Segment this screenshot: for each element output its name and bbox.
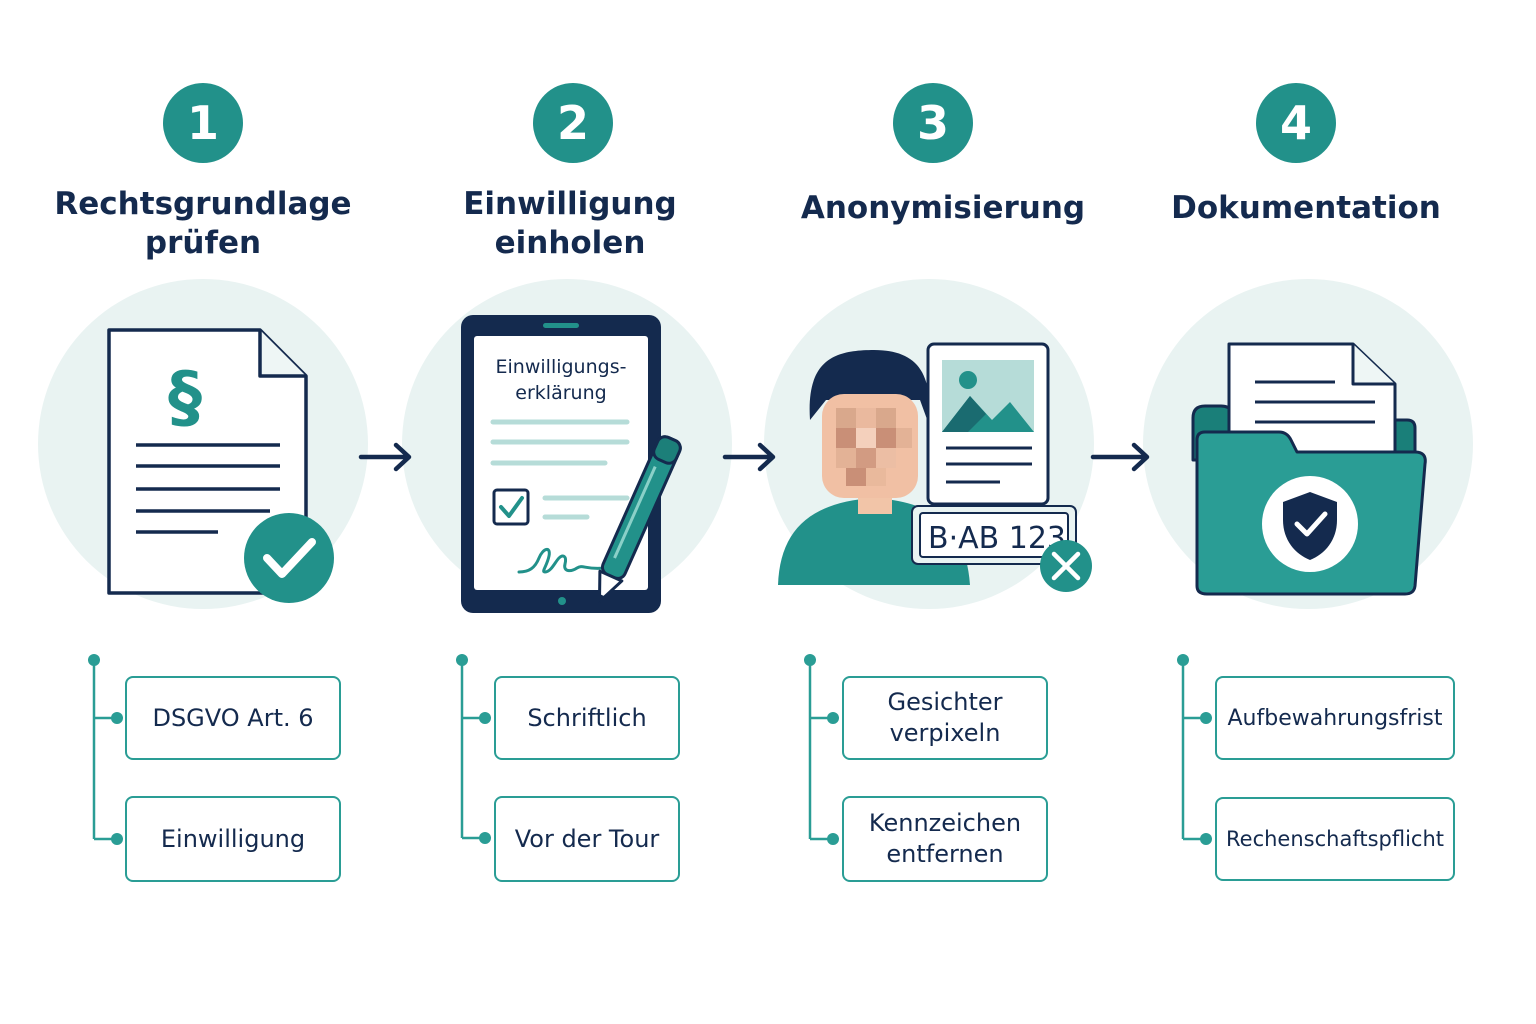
- photo-card-icon: [926, 342, 1050, 506]
- step-1-title-line-1: Rechtsgrundlage: [54, 186, 352, 222]
- step-1-title: Rechtsgrundlage prüfen: [33, 185, 373, 263]
- step-4-item-2-label: Rechenschaftspflicht: [1226, 826, 1444, 851]
- consent-form-heading-line-2: erklärung: [515, 382, 606, 404]
- step-2-item-1-box: Schriftlich: [494, 676, 680, 760]
- step-4-number-badge: 4: [1256, 83, 1336, 163]
- legal-document-check-icon: §: [107, 328, 334, 603]
- step-4-item-1-label: Aufbewahrungsfrist: [1227, 705, 1443, 731]
- pixelated-face-license-plate-icon: B·AB 123: [778, 342, 1092, 592]
- step-3-item-1-label-line-1: Gesichter: [887, 688, 1003, 716]
- step-3-title-line-1: Anonymisierung: [800, 190, 1086, 226]
- step-1-number-badge: 1: [163, 83, 243, 163]
- remove-cross-icon: [1040, 540, 1092, 592]
- paragraph-sign-icon: §: [168, 358, 202, 437]
- step-2-item-1-label: Schriftlich: [527, 703, 647, 732]
- step-3-item-2-label-line-1: Kennzeichen: [868, 809, 1022, 837]
- step-3-title: Anonymisierung: [773, 189, 1113, 228]
- step-1-title-line-2: prüfen: [144, 225, 262, 261]
- step-3-item-1-box: Gesichter verpixeln: [842, 676, 1048, 760]
- step-2-title-line-2: einholen: [494, 225, 646, 261]
- pen-icon: [597, 435, 682, 604]
- step-3-item-2-box: Kennzeichen entfernen: [842, 796, 1048, 882]
- license-plate-icon: B·AB 123: [911, 505, 1077, 565]
- step-1-item-2-box: Einwilligung: [125, 796, 341, 882]
- step-2-title-line-1: Einwilligung: [463, 186, 677, 222]
- step-2-item-2-label: Vor der Tour: [514, 824, 660, 853]
- step-3-item-1-label-line-2: verpixeln: [889, 719, 1001, 747]
- step-4-title: Dokumentation: [1136, 189, 1476, 228]
- step-4-title-line-1: Dokumentation: [1171, 190, 1441, 226]
- arrow-3-to-4-icon: [1090, 442, 1150, 472]
- step-3-number-badge: 3: [893, 83, 973, 163]
- step-1-item-1-label: DSGVO Art. 6: [152, 703, 314, 732]
- step-4-item-1-box: Aufbewahrungsfrist: [1215, 676, 1455, 760]
- arrow-2-to-3-icon: [722, 442, 776, 472]
- step-2-title: Einwilligung einholen: [400, 185, 740, 263]
- step-1-item-2-label: Einwilligung: [160, 824, 306, 853]
- folder-shield-icon: [1191, 342, 1427, 596]
- step-1-item-1-box: DSGVO Art. 6: [125, 676, 341, 760]
- arrow-1-to-2-icon: [358, 442, 412, 472]
- shield-check-icon: [1262, 476, 1358, 572]
- step-4-item-2-box: Rechenschaftspflicht: [1215, 797, 1455, 881]
- license-plate-text: B·AB 123: [928, 521, 1066, 556]
- tablet-consent-form-icon: Einwilligungs- erklärung: [461, 315, 682, 613]
- step-2-number-badge: 2: [533, 83, 613, 163]
- signature-icon: [517, 548, 607, 574]
- consent-form-heading-line-1: Einwilligungs-: [496, 356, 627, 378]
- pixelated-face-icon: [822, 394, 918, 498]
- step-2-item-2-box: Vor der Tour: [494, 796, 680, 882]
- step-3-item-2-label-line-2: entfernen: [886, 840, 1004, 868]
